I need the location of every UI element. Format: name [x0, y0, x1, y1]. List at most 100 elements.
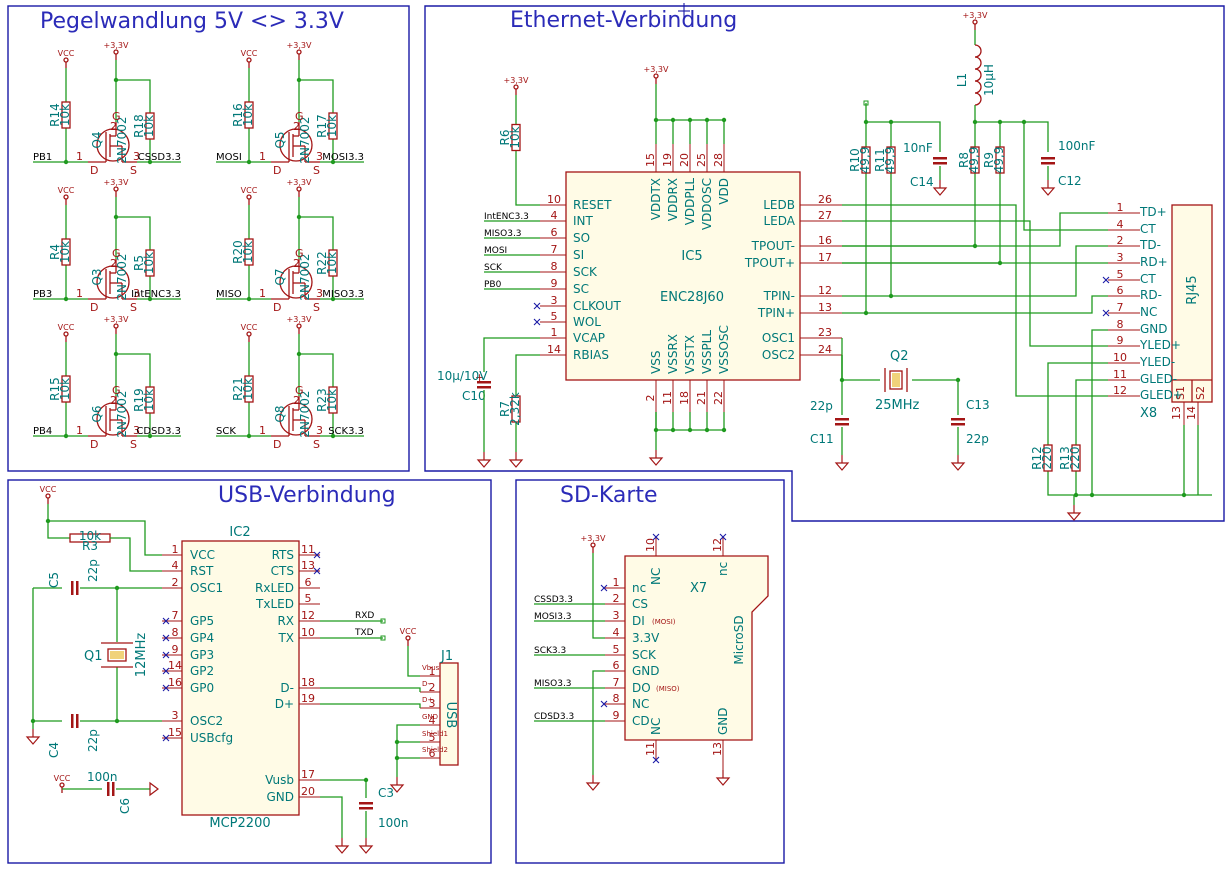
- junction-dot: [394, 755, 400, 761]
- c11-ref: C11: [810, 432, 834, 446]
- power-label: VCC: [58, 186, 75, 195]
- ic5-pin-num: 9: [551, 277, 558, 290]
- x7-ref: X7: [690, 581, 707, 596]
- mosfet-pin-name: D: [90, 301, 98, 314]
- resistor-value: 2,32k: [508, 392, 522, 426]
- resistor-ref: R14: [48, 103, 62, 127]
- mosfet-value: 2N7002: [115, 253, 129, 300]
- title-ethernet: Ethernet-Verbindung: [510, 8, 737, 33]
- mosfet-pin: 2: [110, 257, 117, 270]
- power-label: VCC: [241, 49, 258, 58]
- mosfet-pin: 1: [259, 424, 266, 437]
- ic5-pin-name: VDDTX: [649, 178, 663, 220]
- ic2-pin-name: GP4: [190, 631, 214, 645]
- resistor-ref: R6: [498, 130, 512, 146]
- mosfet-ref: Q8: [273, 405, 287, 422]
- q2-value: 25MHz: [875, 398, 920, 413]
- rj45-pin-name: GLED-: [1140, 372, 1177, 386]
- q2-ref: Q2: [890, 349, 909, 364]
- rj45-pin-num: 10: [1113, 351, 1127, 364]
- ic5-pin-name: VSSOSC: [717, 325, 731, 374]
- resistor-value: 10k: [241, 104, 255, 126]
- net-label: MOSI3.3: [534, 612, 572, 622]
- ic5-pin-name: INT: [573, 214, 594, 228]
- c4-ref: C4: [47, 742, 61, 758]
- resistor-ref: R19: [132, 388, 146, 412]
- junction-dot: [330, 296, 336, 302]
- ic5-pin-name: TPOUT-: [751, 239, 795, 253]
- net-label: PB0: [484, 280, 502, 290]
- mosfet-pin-name: D: [273, 164, 281, 177]
- ic2-pin-num: 8: [172, 626, 179, 639]
- mosfet-value: 2N7002: [298, 390, 312, 437]
- rj45-pin-num: 6: [1117, 284, 1124, 297]
- mosfet-ref: Q4: [90, 131, 104, 148]
- power-label: +3,3V: [104, 41, 129, 50]
- resistor-value: 10k: [58, 104, 72, 126]
- ic5-pin-name: RBIAS: [573, 348, 609, 362]
- net-label-in: SCK: [216, 426, 236, 437]
- junction-dot: [147, 433, 153, 439]
- ic2-pin-name: GP3: [190, 648, 214, 662]
- mosfet-pin-name: D: [273, 301, 281, 314]
- ic2-pin-name: CTS: [271, 564, 294, 578]
- power-symbol: +3,3V: [504, 76, 529, 95]
- x7-pin-num: 4: [613, 626, 620, 639]
- junction-dot: [687, 117, 693, 123]
- junction-dot: [704, 427, 710, 433]
- power-symbol: +3,3V: [287, 41, 312, 60]
- net-label-out: MOSI3.3: [322, 152, 364, 163]
- x7-pin-num: 9: [613, 709, 620, 722]
- net-label-in: PB1: [33, 152, 52, 163]
- junction-dot: [246, 159, 252, 165]
- j1-pin-name: Vbus: [422, 664, 440, 672]
- power-label: +3,3V: [104, 315, 129, 324]
- ic2-pin-num: 10: [301, 626, 315, 639]
- ic5-pin-name: SI: [573, 248, 584, 262]
- rj45-pin-num: 13: [1170, 406, 1183, 420]
- resistor-value: 10k: [325, 389, 339, 411]
- resistor-value: 49,9: [883, 147, 897, 174]
- resistor-value: 49,9: [992, 147, 1006, 174]
- mosfet-pin-name: D: [273, 438, 281, 451]
- ground-symbol: [1066, 505, 1082, 521]
- mosfet-value: 2N7002: [298, 253, 312, 300]
- ic2-pin-num: 19: [301, 692, 315, 705]
- ic5-pin-name: VSS: [649, 351, 663, 374]
- ic5-pin-name: TPOUT+: [744, 256, 795, 270]
- power-label: +3,3V: [287, 178, 312, 187]
- x7-pin-num: 1: [613, 576, 620, 589]
- ic2-pin-num: 16: [168, 676, 182, 689]
- resistor-value: 220: [1068, 447, 1082, 470]
- ic5-pin-num: 5: [551, 310, 558, 323]
- power-label: VCC: [40, 485, 57, 494]
- power-symbol: VCC: [58, 49, 75, 68]
- mosfet-pin: 3: [133, 424, 140, 437]
- ic2-pin-num: 7: [172, 609, 179, 622]
- ic5-pin-num: 17: [818, 251, 832, 264]
- net-label-in: MISO: [216, 289, 242, 300]
- junction-dot: [63, 296, 69, 302]
- power-symbol: VCC: [58, 186, 75, 205]
- resistor-value: 49,9: [858, 147, 872, 174]
- mosfet-pin-name: G: [112, 110, 121, 123]
- resistor-ref: R4: [48, 244, 62, 260]
- ic5-pin-name: VDD: [717, 178, 731, 205]
- resistor-value: 10k: [142, 252, 156, 274]
- mosfet-ref: Q6: [90, 405, 104, 422]
- x7-pin-name: DI: [632, 614, 645, 628]
- mosfet-pin: 3: [316, 287, 323, 300]
- net-label-out: CSSD3.3: [138, 152, 181, 163]
- power-symbol: +3,3V: [581, 534, 606, 553]
- c3-value: 100n: [378, 816, 409, 830]
- mosfet-value: 2N7002: [115, 390, 129, 437]
- ic2-pin-num: 2: [172, 576, 179, 589]
- ic5-pin-num: 12: [818, 284, 832, 297]
- mosfet-pin: 2: [110, 394, 117, 407]
- rj45-name: RJ45: [1185, 275, 1200, 304]
- crystal: [101, 642, 133, 668]
